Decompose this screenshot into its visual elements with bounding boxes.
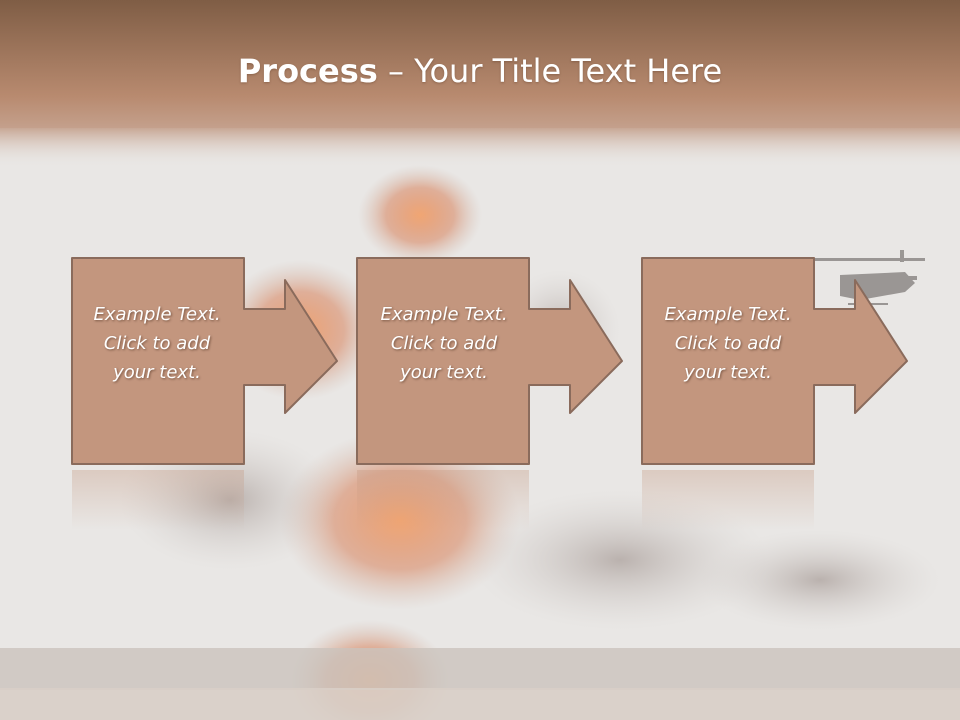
- explosion-image: [0, 165, 960, 720]
- process-step-1-text[interactable]: Example Text. Click to add your text.: [93, 304, 221, 383]
- arrow-reflections: [72, 470, 814, 530]
- process-step-2-arrow[interactable]: [356, 257, 623, 465]
- process-step-2-text[interactable]: Example Text. Click to add your text.: [380, 304, 508, 383]
- title-rest-text: Your Title Text Here: [414, 52, 723, 90]
- title-bold-text: Process: [237, 52, 378, 90]
- process-step-3-text[interactable]: Example Text. Click to add your text.: [664, 304, 792, 383]
- title-separator: –: [377, 52, 415, 90]
- slide-title[interactable]: Process – Your Title Text Here: [0, 52, 960, 100]
- process-step-1-arrow[interactable]: [71, 257, 338, 465]
- process-step-3-arrow[interactable]: [641, 257, 908, 465]
